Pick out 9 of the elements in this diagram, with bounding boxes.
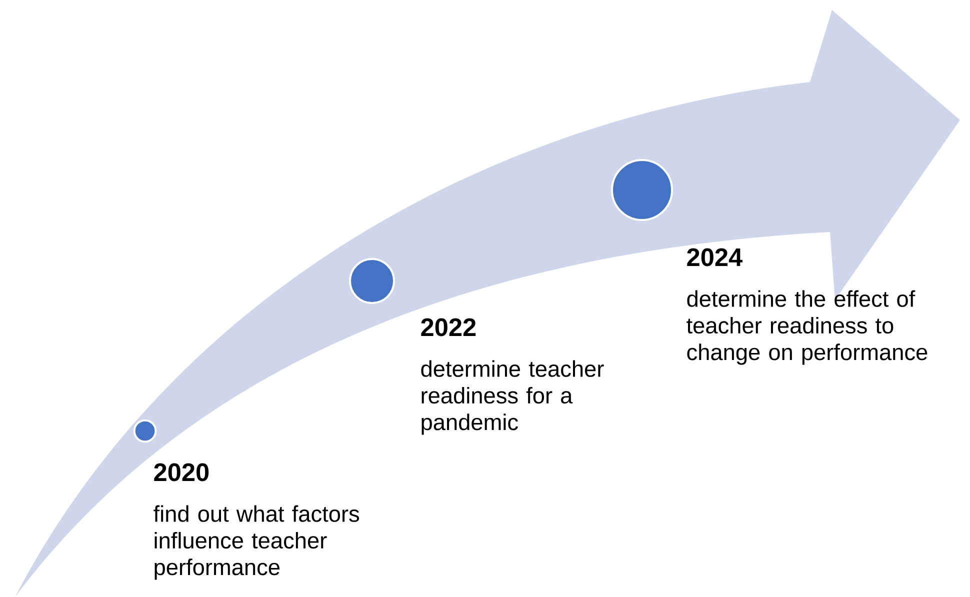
description-text: determine the effect of teacher readiness to change on performance [686,290,928,365]
year-label: 2022 [421,318,476,336]
description-text: determine teacher readiness for a pandemic [421,360,604,435]
year-label: 2024 [687,248,742,266]
timeline-dot [611,159,673,221]
timeline-dot [349,258,395,304]
timeline-dot [133,419,157,443]
year-label: 2020 [154,463,209,482]
description-text: find out what factors influence teacher performance [154,505,360,580]
